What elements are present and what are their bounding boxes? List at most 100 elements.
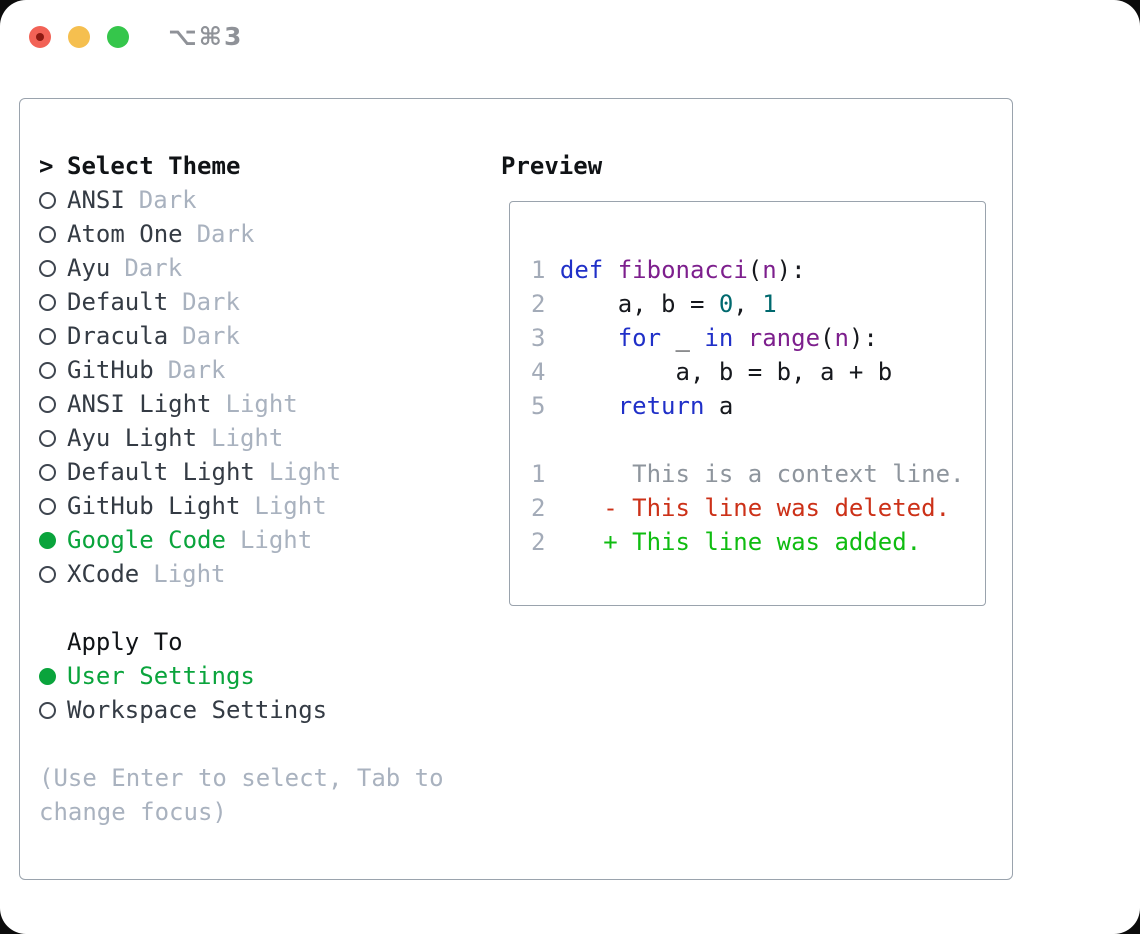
line-number: 2 [531,290,546,318]
theme-variant-tag: Dark [182,288,240,316]
line-number: 1 [531,256,546,284]
code-token-plain: a [704,392,734,420]
code-token-plain: ): [848,324,878,352]
titlebar: ⌥⌘3 [0,0,1140,75]
code-token-plain: ( [747,256,763,284]
close-dot-icon [36,33,44,41]
theme-variant-tag: Dark [182,322,240,350]
theme-option-ayu-light[interactable]: Ayu Light Light [39,421,341,455]
code-token-plain [545,324,617,352]
zoom-button[interactable] [107,26,129,48]
line-number: 4 [531,358,546,386]
window-title: ⌥⌘3 [168,22,244,51]
code-line: 2 a, b = 0, 1 [531,287,985,321]
theme-variant-tag: Dark [138,186,197,214]
code-line [531,423,985,457]
code-line: 1 def fibonacci(n): [531,253,985,287]
code-line: 2 + This line was added. [531,525,985,559]
theme-variant-tag: Light [153,560,226,588]
apply-to-title: Apply To [67,628,183,656]
code-token-name: fibonacci [617,256,748,284]
line-number: 1 [531,460,546,488]
code-token-name: range [747,324,821,352]
code-token-keyword: in [704,324,734,352]
code-token-deleted: - This line was deleted. [545,494,951,522]
code-token-keyword: return [617,392,705,420]
code-token-literal: 0 [718,290,734,318]
theme-variant-tag: Light [254,492,327,520]
radio-icon [39,395,67,413]
code-token-plain: a, b = [545,290,719,318]
radio-icon [39,327,67,345]
code-token-name: n [762,256,777,284]
line-number: 5 [531,392,546,420]
radio-icon [39,565,67,583]
radio-icon [39,429,67,447]
code-token-plain [733,324,747,352]
line-number: 3 [531,324,546,352]
theme-variant-tag: Light [239,526,313,554]
radio-icon [39,259,67,277]
theme-option-github-light[interactable]: GitHub Light Light [39,489,341,523]
code-token-plain: _ [661,324,705,352]
code-line: 2 - This line was deleted. [531,491,985,525]
code-token-plain: ( [820,324,835,352]
code-line: 5 return a [531,389,985,423]
code-line: 1 This is a context line. [531,457,985,491]
apply-to-section: Apply To User Settings Workspace Setting… [39,625,327,727]
focus-arrow-icon: > [39,152,54,180]
theme-variant-tag: Dark [196,220,255,248]
theme-variant-tag: Dark [124,254,183,282]
code-token-keyword: def [559,256,604,284]
radio-selected-icon [39,667,67,685]
code-token-keyword: for [617,324,662,352]
code-token-plain [603,256,617,284]
code-token-context: This is a context line. [545,460,965,488]
radio-icon [39,701,67,719]
theme-option-ansi-dark[interactable]: ANSI Dark [39,183,341,217]
line-number: 2 [531,528,546,556]
code-line: 4 a, b = b, a + b [531,355,985,389]
radio-icon [39,497,67,515]
theme-variant-tag: Light [225,390,298,418]
radio-icon [39,361,67,379]
code-token-name: n [834,324,849,352]
theme-variant-tag: Light [211,424,284,452]
code-token-plain [545,392,617,420]
theme-option-default-light[interactable]: Default Light Light [39,455,341,489]
theme-option-xcode-light[interactable]: XCode Light [39,557,341,591]
select-theme-title: Select Theme [67,152,241,180]
close-button[interactable] [29,26,51,48]
main-panel: > Select Theme ANSI Dark Atom One Dark A… [19,98,1013,880]
code-line: 3 for _ in range(n): [531,321,985,355]
radio-icon [39,225,67,243]
apply-to-header: Apply To [39,625,327,659]
minimize-button[interactable] [68,26,90,48]
select-theme-header: > Select Theme [39,149,341,183]
radio-selected-icon [39,531,67,549]
theme-list: > Select Theme ANSI Dark Atom One Dark A… [39,149,341,591]
code-token-plain: ): [776,256,806,284]
code-token-added: + This line was added. [545,528,922,556]
code-token-plain [545,256,559,284]
theme-option-ansi-light[interactable]: ANSI Light Light [39,387,341,421]
code-token-plain: , [733,290,763,318]
theme-option-atom-one-dark[interactable]: Atom One Dark [39,217,341,251]
theme-option-ayu-dark[interactable]: Ayu Dark [39,251,341,285]
radio-icon [39,191,67,209]
code-token-plain: a, b = b, a + b [545,358,893,386]
theme-option-default-dark[interactable]: Default Dark [39,285,341,319]
theme-variant-tag: Dark [167,356,226,384]
radio-icon [39,293,67,311]
theme-option-github-dark[interactable]: GitHub Dark [39,353,341,387]
apply-option-workspace-settings[interactable]: Workspace Settings [39,693,327,727]
code-token-literal: 1 [762,290,777,318]
apply-option-user-settings[interactable]: User Settings [39,659,327,693]
line-number: 2 [531,494,546,522]
theme-option-google-code-light[interactable]: Google Code Light [39,523,341,557]
preview-title: Preview [501,152,603,180]
theme-option-dracula-dark[interactable]: Dracula Dark [39,319,341,353]
